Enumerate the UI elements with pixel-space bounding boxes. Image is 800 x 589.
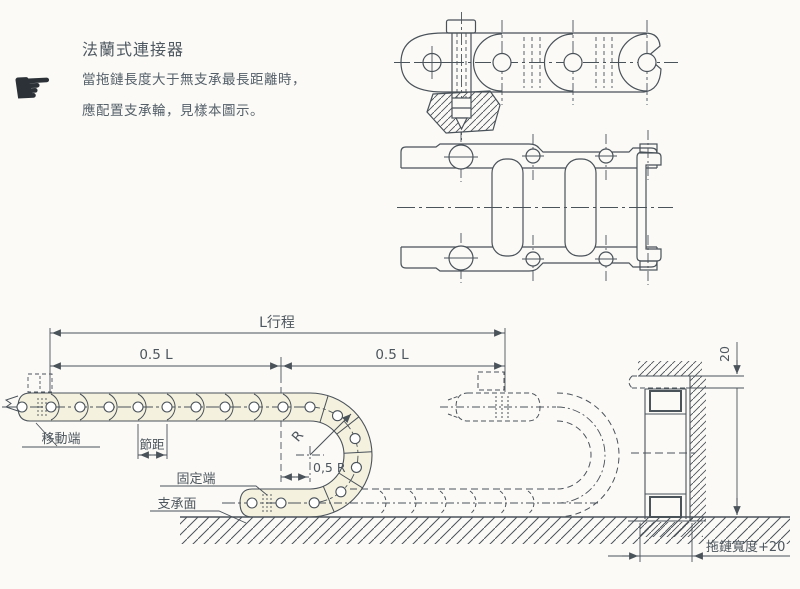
label-half-stroke-left: 0.5 L <box>139 347 173 363</box>
chain-top-view <box>397 130 673 285</box>
pin-cross <box>415 46 449 79</box>
clearance-dimension <box>686 342 744 515</box>
pin-hole <box>637 52 657 73</box>
note-title: 法蘭式連接器 <box>82 40 185 59</box>
top-band-outline <box>400 143 658 168</box>
end-bracket <box>636 151 662 262</box>
base-hatch <box>640 522 703 537</box>
chain-side-view <box>394 12 678 140</box>
note-line-2: 應配置支承輪，見樣本圖示。 <box>82 103 264 119</box>
pin-hole <box>492 52 512 73</box>
label-half-stroke-right: 0.5 L <box>375 347 409 363</box>
label-support-surface: 支承面 <box>157 497 196 512</box>
label-half-bend-radius: 0,5 R <box>313 460 346 475</box>
end-bracket-tab <box>639 143 658 154</box>
chain-section-top <box>649 390 682 412</box>
note-line-1: 當拖鏈長度大于無支承最長距離時， <box>82 72 306 88</box>
label-top-clearance: 20 <box>717 346 732 362</box>
width-dimension <box>608 523 790 562</box>
moving-end-clip <box>2 373 53 416</box>
chain-pins <box>16 401 362 509</box>
bottom-band-outline <box>400 247 658 272</box>
end-bracket-tab <box>639 260 658 271</box>
stroke-dimensions <box>49 328 506 483</box>
bolt-head <box>445 19 477 34</box>
label-fixed-end: 固定端 <box>176 472 215 487</box>
label-pitch: 節距 <box>139 437 164 452</box>
label-leaders <box>22 422 268 524</box>
bend-radius-dimension <box>281 413 352 482</box>
flange-bolt <box>426 19 501 134</box>
hidden-joint-lines <box>523 37 613 88</box>
label-moving-end: 移動端 <box>41 432 80 447</box>
bolt-shaft <box>451 33 472 98</box>
channel-outline <box>644 388 687 519</box>
chain-centerlines <box>8 406 600 504</box>
phantom-moving-end <box>447 371 541 422</box>
link-cap-arc <box>472 33 503 92</box>
link-cap-arc <box>543 33 574 92</box>
bolt-tip <box>455 117 468 131</box>
link-cap-arc <box>617 33 648 92</box>
pin-hole <box>563 52 583 73</box>
fixed-end-stipple <box>262 494 272 512</box>
side-wall-hatch <box>690 376 706 521</box>
label-total-stroke: L行程 <box>259 315 295 331</box>
label-bend-radius: R <box>289 428 307 445</box>
note-body: 當拖鏈長度大于無支承最長距離時， 應配置支承輪，見樣本圖示。 <box>82 68 382 130</box>
label-channel-width: 拖鏈寬度+20 <box>706 539 785 555</box>
pitch-dimension <box>137 424 168 459</box>
top-rail-hatch <box>638 361 702 376</box>
phantom-bend <box>350 392 620 518</box>
link-bar-outline <box>400 32 662 93</box>
channel-cross-section <box>608 342 790 562</box>
chain-section-bottom <box>649 496 682 518</box>
phantom-chain-top <box>628 375 688 389</box>
